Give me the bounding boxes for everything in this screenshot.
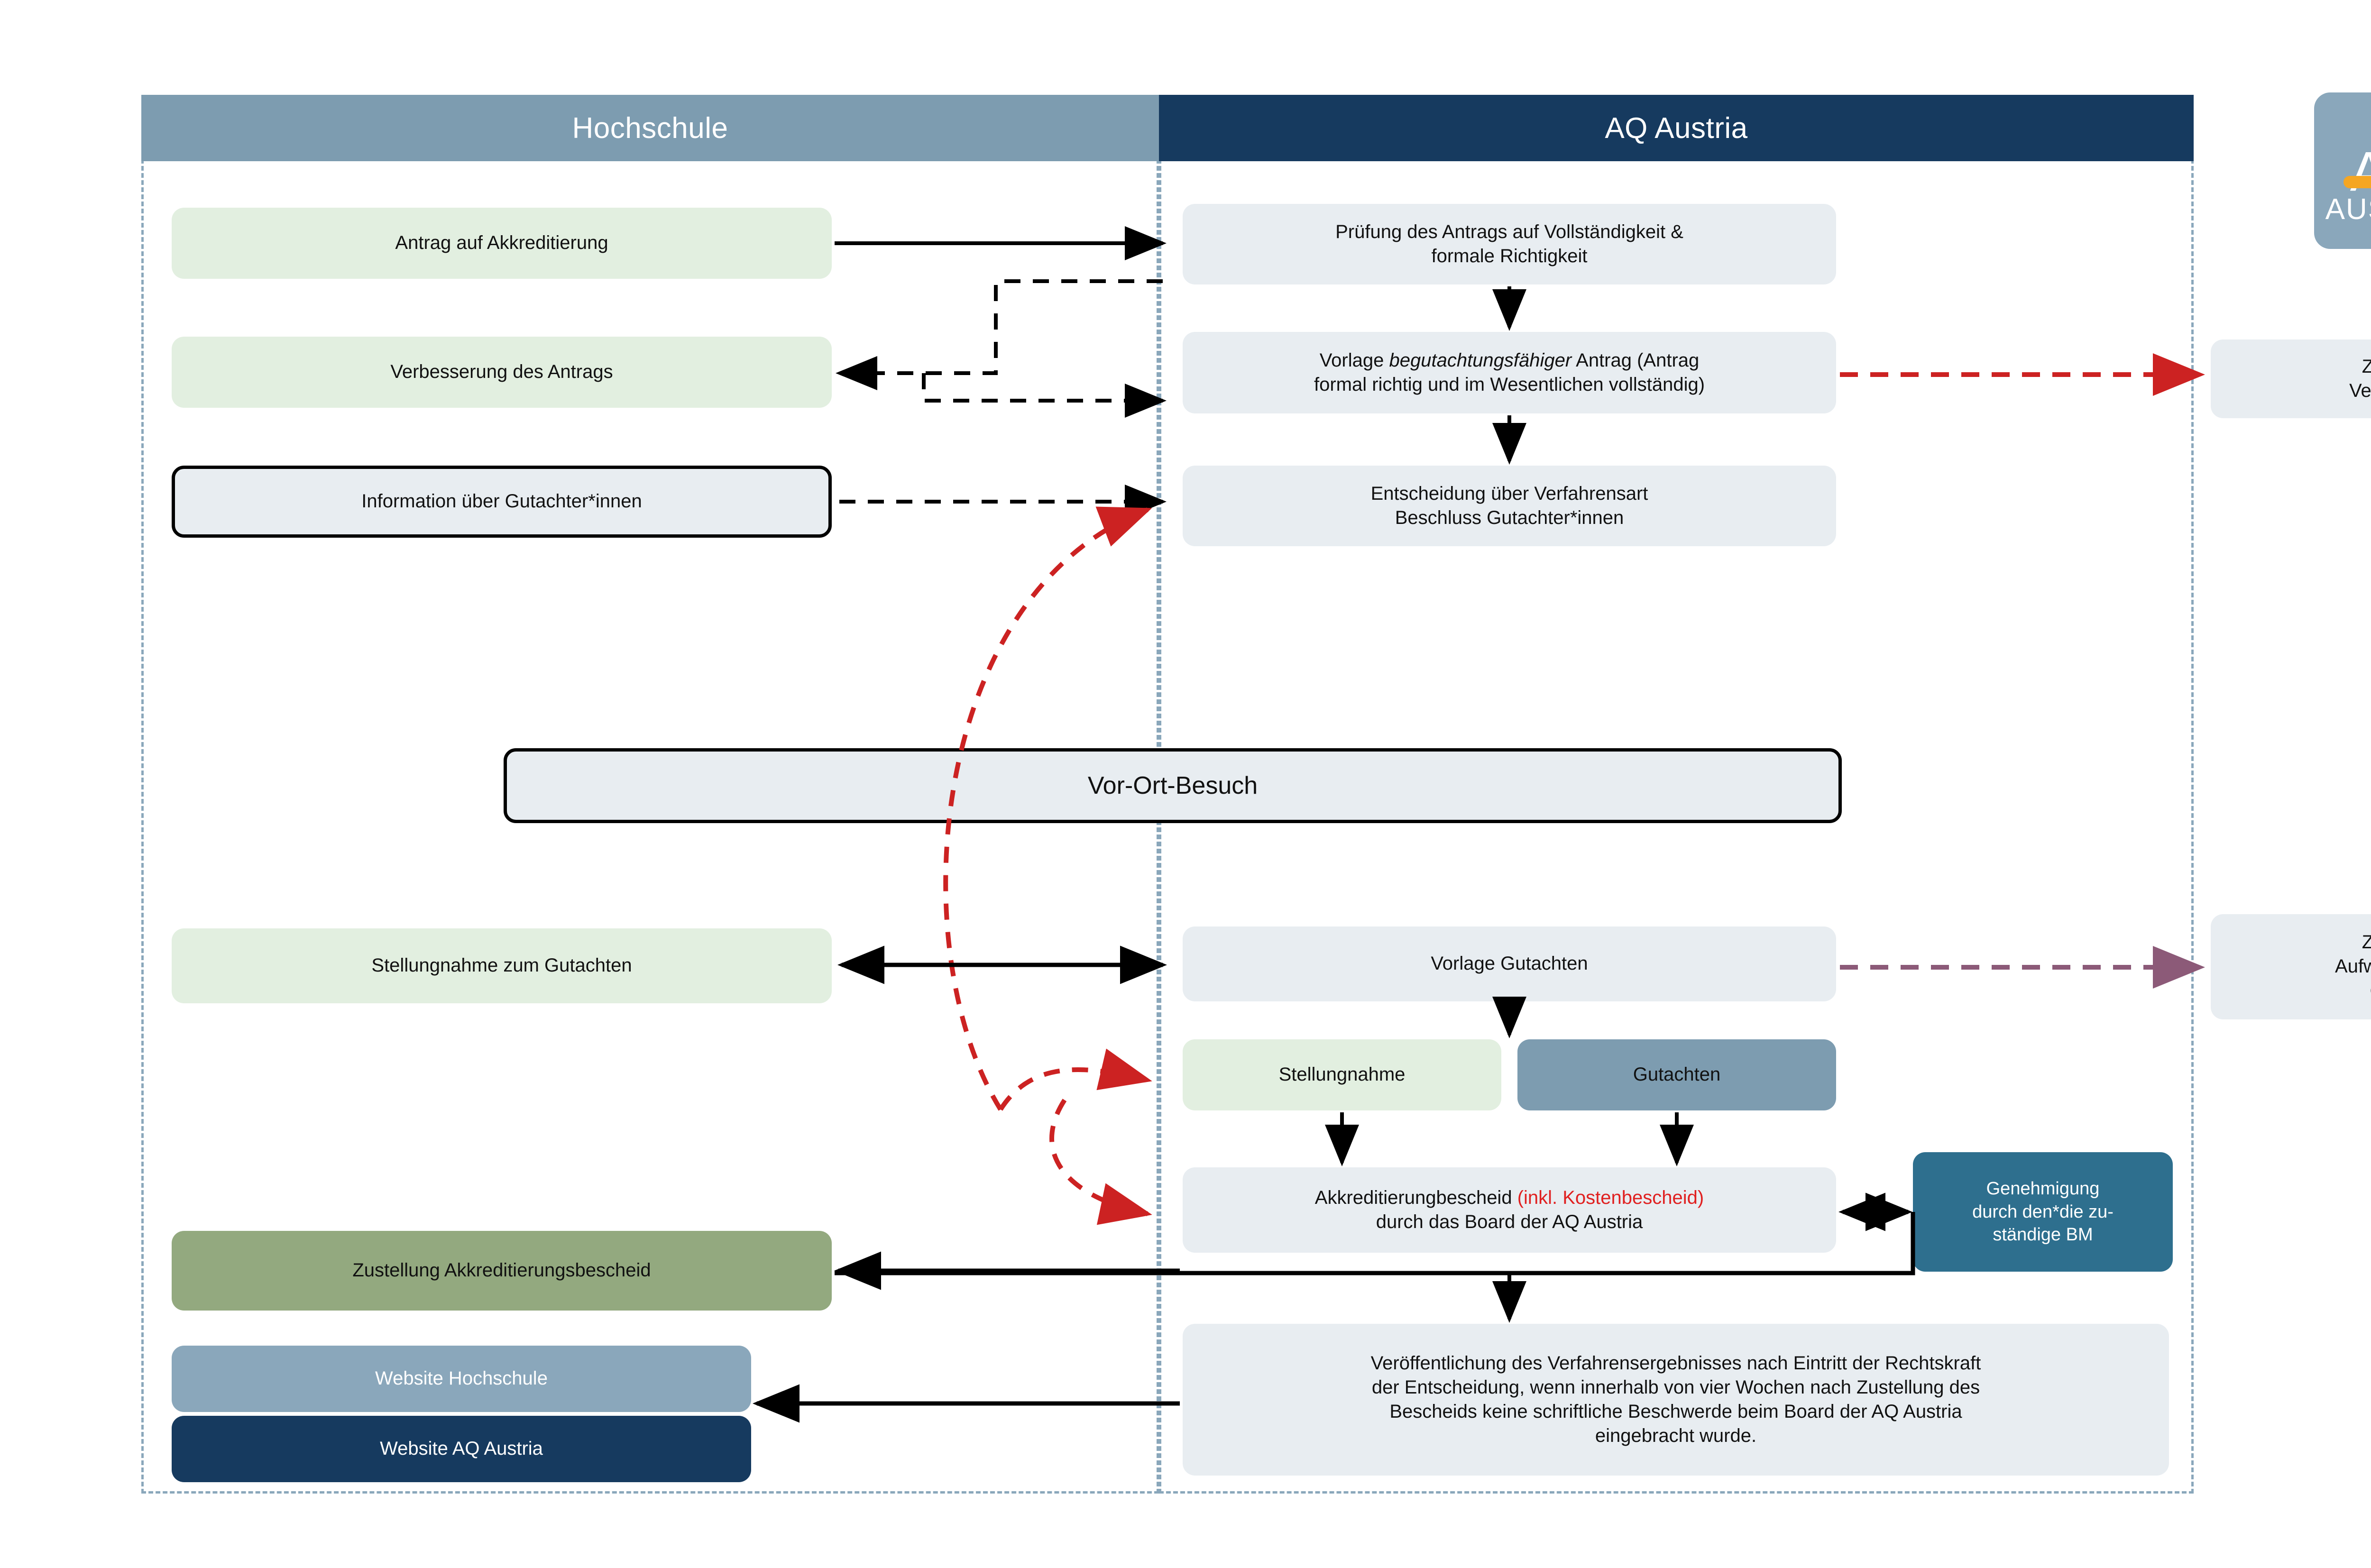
node-website-hochschule[interactable]: Website Hochschule [172,1346,751,1412]
node-vor-ort-besuch-label: Vor-Ort-Besuch [1087,771,1258,799]
node-stellungnahme[interactable]: Stellungnahme [1183,1039,1501,1110]
aq-austria-logo: AQ AUSTRIA Agentur für Qualitätssicherun… [2314,92,2371,249]
node-gutachten[interactable]: Gutachten [1517,1039,1836,1110]
node-veroeffentlichung-line4: eingebracht wurde. [1595,1425,1757,1447]
node-zahlungspflichtige-aufwandsentschaedigung[interactable]: Zahlungspflichtige Aufwandsentschädigung… [2211,914,2371,1019]
node-pauschale-line2: Verfahrenspauschale [2349,380,2371,401]
node-stellungnahme-zum-gutachten-label: Stellungnahme zum Gutachten [371,955,632,976]
node-antrag-auf-akkreditierung[interactable]: Antrag auf Akkreditierung [172,208,832,279]
node-zahlungspflichtige-verfahrenspauschale[interactable]: Zahlungspflichtige Verfahrenspauschale [2211,339,2371,418]
node-entscheidung-line2: Beschluss Gutachter*innen [1395,507,1624,528]
lane-header-aq-austria: AQ Austria [1159,95,2194,161]
node-stellungnahme-label: Stellungnahme [1278,1064,1406,1085]
lane-title-aq-austria: AQ Austria [1605,111,1748,145]
node-pruefung-des-antrags[interactable]: Prüfung des Antrags auf Vollständigkeit … [1183,204,1836,284]
node-gutachten-label: Gutachten [1633,1064,1721,1085]
node-verbesserung-label: Verbesserung des Antrags [390,361,613,383]
node-vorlage-antrag-italic: begutachtungsfähiger [1389,349,1572,371]
node-vor-ort-besuch[interactable]: Vor-Ort-Besuch [504,748,1842,823]
node-website-hochschule-label: Website Hochschule [375,1368,548,1389]
node-verbesserung-des-antrags[interactable]: Verbesserung des Antrags [172,337,832,408]
node-akkreditierungsbescheid[interactable]: Akkreditierungbescheid (inkl. Kostenbesc… [1183,1167,1836,1253]
node-genehmigung-line3: ständige BM [1993,1225,2093,1245]
logo-mark: AQ AUSTRIA [2314,92,2371,249]
logo-aq-text: AQ [2350,140,2371,203]
node-zustellung-akkreditierungsbescheid[interactable]: Zustellung Akkreditierungsbescheid [172,1231,832,1311]
node-vorlage-begutachtungsfaehiger-antrag[interactable]: Vorlage begutachtungsfähiger Antrag (Ant… [1183,332,1836,413]
node-bescheid-red: (inkl. Kostenbescheid) [1517,1187,1704,1208]
node-vorlage-antrag-line2: formal richtig und im Wesentlichen volls… [1314,374,1705,395]
node-vorlage-antrag-line1: Vorlage begutachtungsfähiger Antrag (Ant… [1320,348,1700,373]
node-pruefung-line2: formale Richtigkeit [1431,246,1588,266]
node-bescheid-pre: Akkreditierungbescheid [1314,1187,1517,1208]
node-entscheidung-verfahrensart[interactable]: Entscheidung über Verfahrensart Beschlus… [1183,466,1836,546]
node-pruefung-line1: Prüfung des Antrags auf Vollständigkeit … [1335,221,1683,242]
lane-header-hochschule: Hochschule [141,95,1159,161]
node-aufwand-line3: Gutachter*innen [2370,979,2371,1003]
logo-austria-text: AUSTRIA [2325,193,2371,226]
node-vorlage-gutachten-label: Vorlage Gutachten [1431,953,1588,974]
node-zustellung-label: Zustellung Akkreditierungsbescheid [352,1260,651,1281]
node-genehmigung-line2: durch den*die zu- [1972,1201,2114,1222]
node-aufwand-line2: Aufwandsentschädigung [2335,956,2371,977]
node-veroeffentlichung[interactable]: Veröffentlichung des Verfahrensergebniss… [1183,1324,2169,1476]
node-aufwand-line1: Zahlungspflichtige [2362,932,2371,953]
node-veroeffentlichung-line2: der Entscheidung, wenn innerhalb von vie… [1371,1376,1980,1398]
node-information-ueber-gutachterinnen[interactable]: Information über Gutachter*innen [172,466,832,538]
node-veroeffentlichung-line3: Bescheids keine schriftliche Beschwerde … [1389,1401,1962,1422]
node-stellungnahme-zum-gutachten[interactable]: Stellungnahme zum Gutachten [172,928,832,1003]
node-entscheidung-line1: Entscheidung über Verfahrensart [1370,483,1648,504]
node-bescheid-line1: Akkreditierungbescheid (inkl. Kostenbesc… [1315,1186,1704,1210]
lane-title-hochschule: Hochschule [572,111,728,145]
node-information-label: Information über Gutachter*innen [361,491,642,512]
node-vorlage-antrag-pre: Vorlage [1319,349,1389,371]
logo-accent-crossbar [2343,176,2371,188]
node-website-aq-austria[interactable]: Website AQ Austria [172,1416,751,1482]
node-bescheid-line2: durch das Board der AQ Austria [1376,1211,1643,1232]
node-website-aq-austria-label: Website AQ Austria [380,1438,543,1459]
node-genehmigung-line1: Genehmigung [1986,1179,2100,1199]
node-vorlage-antrag-post: Antrag (Antrag [1571,349,1700,371]
node-antrag-label: Antrag auf Akkreditierung [395,232,608,254]
node-pauschale-line1: Zahlungspflichtige [2362,356,2371,377]
node-vorlage-gutachten[interactable]: Vorlage Gutachten [1183,926,1836,1001]
node-genehmigung-bm[interactable]: Genehmigung durch den*die zu- ständige B… [1913,1152,2173,1272]
node-veroeffentlichung-line1: Veröffentlichung des Verfahrensergebniss… [1370,1352,1981,1374]
